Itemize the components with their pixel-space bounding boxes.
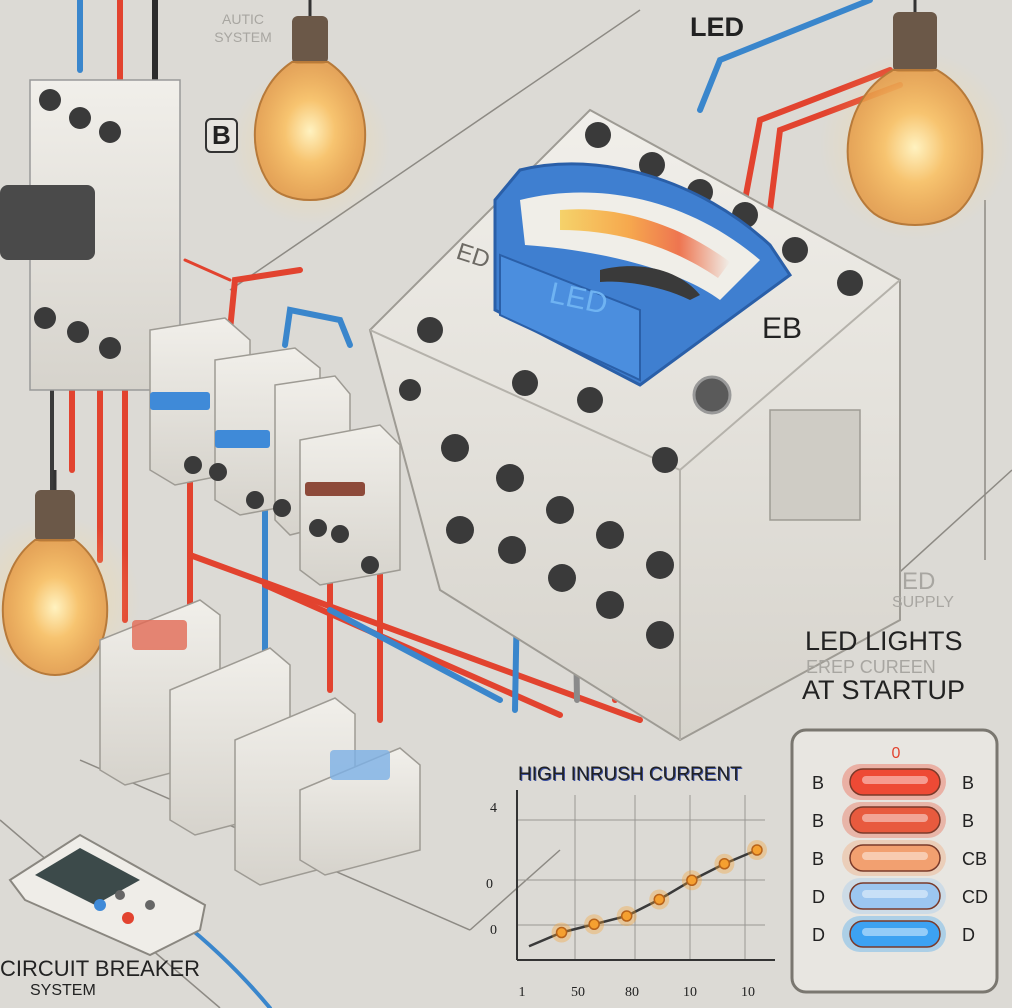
panel-bar <box>849 920 941 948</box>
at-startup-label: AT STARTUP <box>802 675 966 705</box>
chart-y-tick-label: 0 <box>490 923 497 938</box>
panel-bar-highlight <box>862 928 928 936</box>
chart-y-tick-label: 4 <box>490 801 497 816</box>
ed-label: ED <box>902 568 936 595</box>
chart-title: HIGH INRUSH CURRENT <box>518 764 742 785</box>
circuit-breaker-label: CIRCUIT BREAKER <box>0 956 201 981</box>
panel-bar-highlight <box>862 814 928 822</box>
lower-breakers <box>99 599 421 886</box>
panel-left-label: B <box>812 811 824 831</box>
small-breaker-toggles <box>150 392 379 574</box>
b-left-label: B <box>205 118 238 153</box>
small-breakers <box>149 317 401 586</box>
system-label: SYSTEM <box>30 982 96 999</box>
bulb-top-left <box>230 0 390 225</box>
panel-bar-highlight <box>862 776 928 784</box>
panel-left-label: B <box>812 849 824 869</box>
chart-point <box>653 893 666 906</box>
panel-right-label: D <box>962 925 975 945</box>
panel-top-label: 0 <box>892 745 901 762</box>
chart-grid <box>517 795 765 960</box>
chart-point <box>718 858 731 870</box>
chart-x-tick-label: 10 <box>683 985 697 1000</box>
panel-bar <box>849 882 941 910</box>
remote-control <box>8 833 207 957</box>
chart-point <box>588 918 600 930</box>
panel-bar-highlight <box>862 890 928 898</box>
auto-system-line1: AUTIC <box>222 11 264 27</box>
panel-left-label: D <box>812 925 825 945</box>
panel-bar-highlight <box>862 852 928 860</box>
panel-right-label: CD <box>962 887 988 907</box>
lower-breaker-accents <box>132 620 390 780</box>
panel-left-label: D <box>812 887 825 907</box>
panel-right-label: B <box>962 773 974 793</box>
led-lights-label: LED LIGHTS <box>805 626 963 656</box>
chart-y-tick-label: 0 <box>486 877 493 892</box>
auto-system-label: AUTIC SYSTEM <box>198 10 288 46</box>
panel-bar <box>849 806 941 834</box>
chart-point <box>686 874 698 886</box>
led-meter <box>493 162 793 387</box>
eb-label: EB <box>762 312 803 345</box>
auto-system-line2: SYSTEM <box>214 29 272 45</box>
panel-right-label: CB <box>962 849 987 869</box>
chart-points <box>551 840 767 943</box>
panel-bar <box>849 768 941 796</box>
chart-point <box>751 844 763 856</box>
supply-label: SUPPLY <box>892 594 954 611</box>
chart-x-tick-label: 1 <box>519 985 526 1000</box>
led-sub-label: EREP CUREEN <box>806 657 936 677</box>
bulb-top-right <box>820 0 1010 240</box>
chart-point <box>555 926 568 939</box>
panel-left-label: B <box>812 773 824 793</box>
chart-x-tick-label: 50 <box>571 985 585 1000</box>
top-led-label: LED <box>690 12 744 42</box>
chart-x-tick-label: 80 <box>625 985 639 1000</box>
panel-bar <box>849 844 941 872</box>
panel-right-label: B <box>962 811 974 831</box>
chart-x-tick-label: 10 <box>741 985 755 1000</box>
chart-point <box>620 910 633 922</box>
left-breaker <box>0 79 181 391</box>
